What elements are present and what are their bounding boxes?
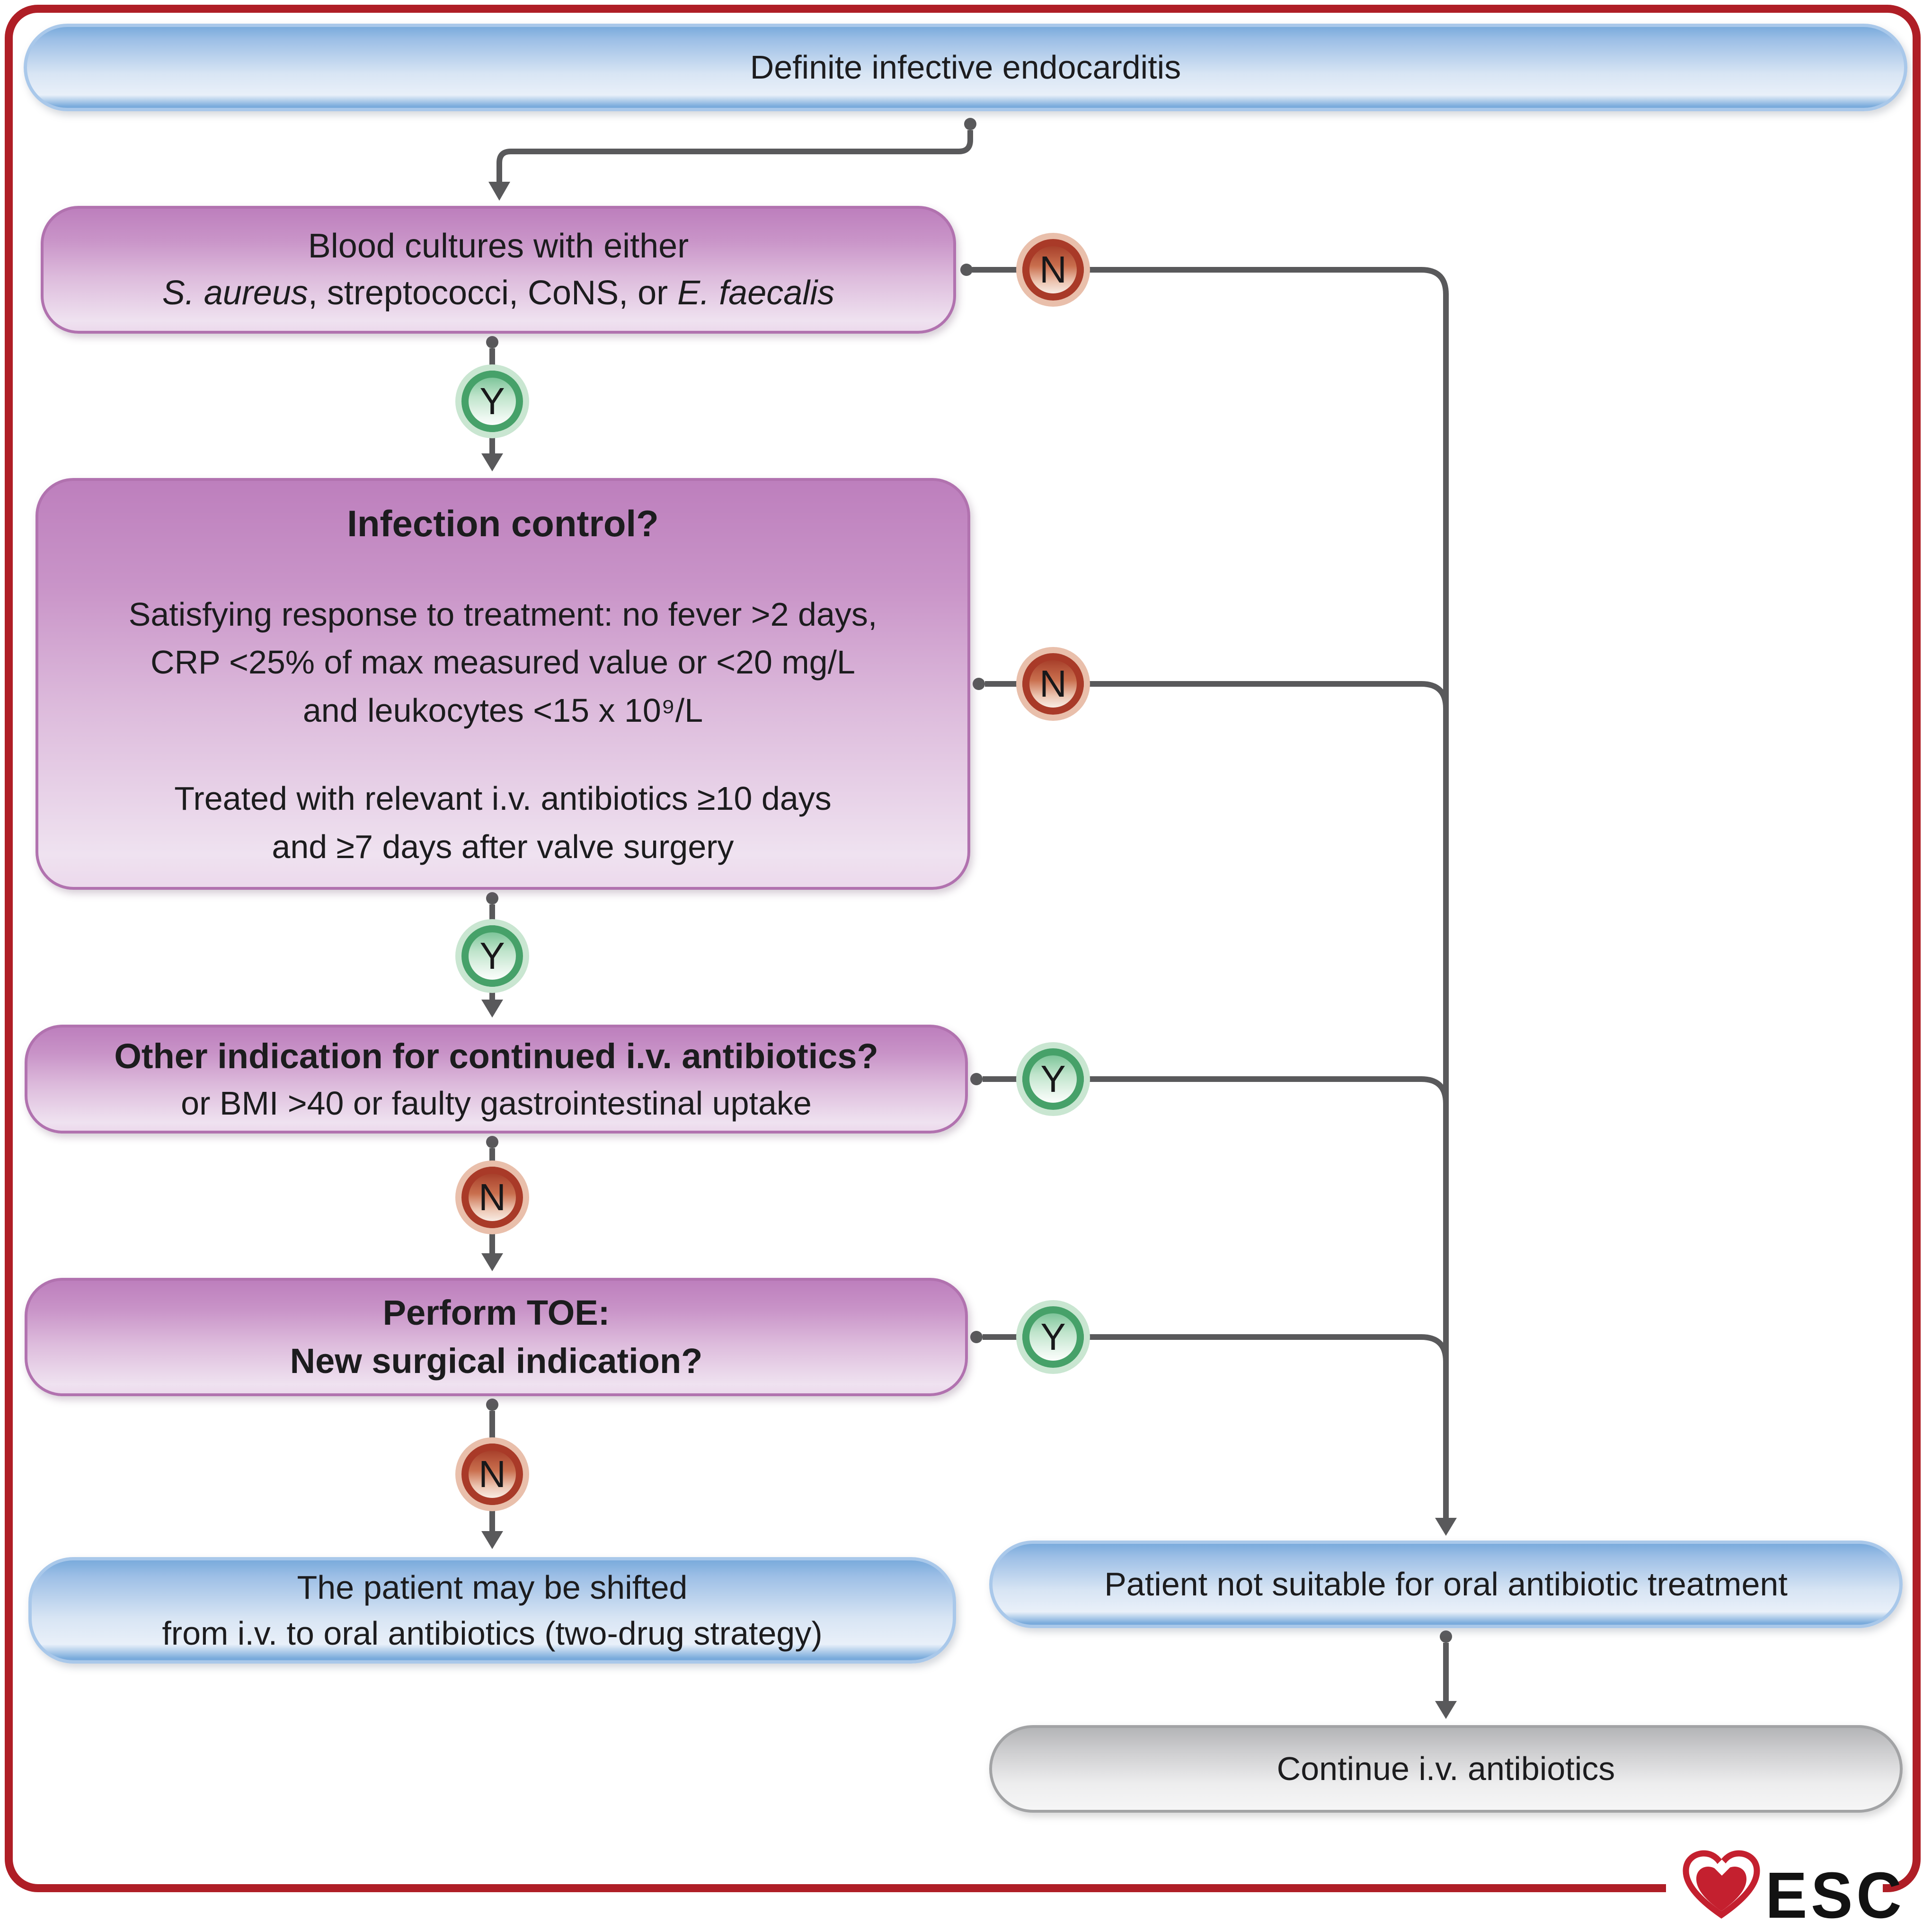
node-line: Other indication for continued i.v. anti… <box>114 1036 878 1076</box>
connector-dot <box>1440 1630 1452 1643</box>
node-shift-to-oral: The patient may be shifted from i.v. to … <box>28 1557 956 1664</box>
connector-dot <box>486 1136 498 1148</box>
node-line: Treated with relevant i.v. antibiotics ≥… <box>174 780 832 817</box>
species-italic: S. aureus <box>162 274 308 312</box>
connector-dot <box>970 1073 983 1085</box>
node-line: S. aureus, streptococci, CoNS, or E. fae… <box>162 270 835 317</box>
arrowhead-icon <box>481 1531 503 1549</box>
flowchart-red-frame <box>5 5 1921 1892</box>
badge-no-toe: N <box>461 1444 523 1505</box>
badge-no-infection: N <box>1022 653 1084 715</box>
badge-yes-toe: Y <box>1022 1306 1084 1368</box>
badge-yes-blood: Y <box>461 371 523 432</box>
arrowhead-icon <box>481 1000 503 1018</box>
badge-no-other: N <box>461 1167 523 1228</box>
node-line: Blood cultures with either <box>308 227 689 265</box>
connector-dot <box>970 1331 983 1343</box>
node-blood-cultures: Blood cultures with either S. aureus, st… <box>41 206 956 334</box>
node-line: Perform TOE: <box>382 1293 610 1332</box>
connector-dot <box>486 1399 498 1411</box>
node-line: CRP <25% of max measured value or <20 mg… <box>151 644 855 681</box>
badge-yes-infection: Y <box>461 925 523 987</box>
connector-dot <box>486 892 498 904</box>
node-line: and ≥7 days after valve surgery <box>272 828 734 865</box>
node-infection-control: Infection control? Satisfying response t… <box>35 478 970 890</box>
node-label: Definite infective endocarditis <box>750 49 1181 86</box>
species-italic: E. faecalis <box>677 274 835 312</box>
node-perform-toe: Perform TOE: New surgical indication? <box>25 1278 968 1396</box>
connector-dot <box>973 678 985 690</box>
node-line: The patient may be shifted <box>297 1568 688 1606</box>
badge-no-blood: N <box>1022 239 1084 301</box>
node-line-text: , streptococci, CoNS, or <box>308 274 678 312</box>
node-label: Continue i.v. antibiotics <box>1276 1750 1615 1788</box>
badge-yes-other: Y <box>1022 1048 1084 1110</box>
arrowhead-icon <box>488 182 510 201</box>
connector-dot <box>960 264 973 276</box>
connector-dot <box>486 336 498 348</box>
arrowhead-icon <box>481 1253 503 1271</box>
node-line: and leukocytes <15 x 10⁹/L <box>302 691 703 729</box>
node-line: from i.v. to oral antibiotics (two-drug … <box>162 1614 823 1652</box>
esc-logo-text: ESC <box>1765 1859 1905 1922</box>
node-line: Satisfying response to treatment: no fev… <box>128 595 877 633</box>
node-label: Patient not suitable for oral antibiotic… <box>1104 1566 1788 1603</box>
node-definite-endocarditis: Definite infective endocarditis <box>24 24 1907 111</box>
node-line: or BMI >40 or faulty gastrointestinal up… <box>181 1084 812 1122</box>
esc-heart-icon <box>1683 1850 1760 1919</box>
connector-start-to-blood <box>496 130 973 182</box>
arrowhead-icon <box>1435 1701 1457 1719</box>
node-continue-iv: Continue i.v. antibiotics <box>989 1725 1903 1813</box>
node-not-suitable: Patient not suitable for oral antibiotic… <box>989 1541 1903 1628</box>
connector-dot <box>964 118 976 130</box>
esc-logo: ESC <box>1675 1846 1902 1922</box>
node-line: New surgical indication? <box>290 1341 703 1381</box>
node-other-indication: Other indication for continued i.v. anti… <box>25 1025 968 1134</box>
arrowhead-icon <box>481 453 503 471</box>
connector-blood-no-branch <box>972 267 1449 295</box>
node-title: Infection control? <box>347 502 659 544</box>
arrowhead-icon <box>1435 1518 1457 1536</box>
